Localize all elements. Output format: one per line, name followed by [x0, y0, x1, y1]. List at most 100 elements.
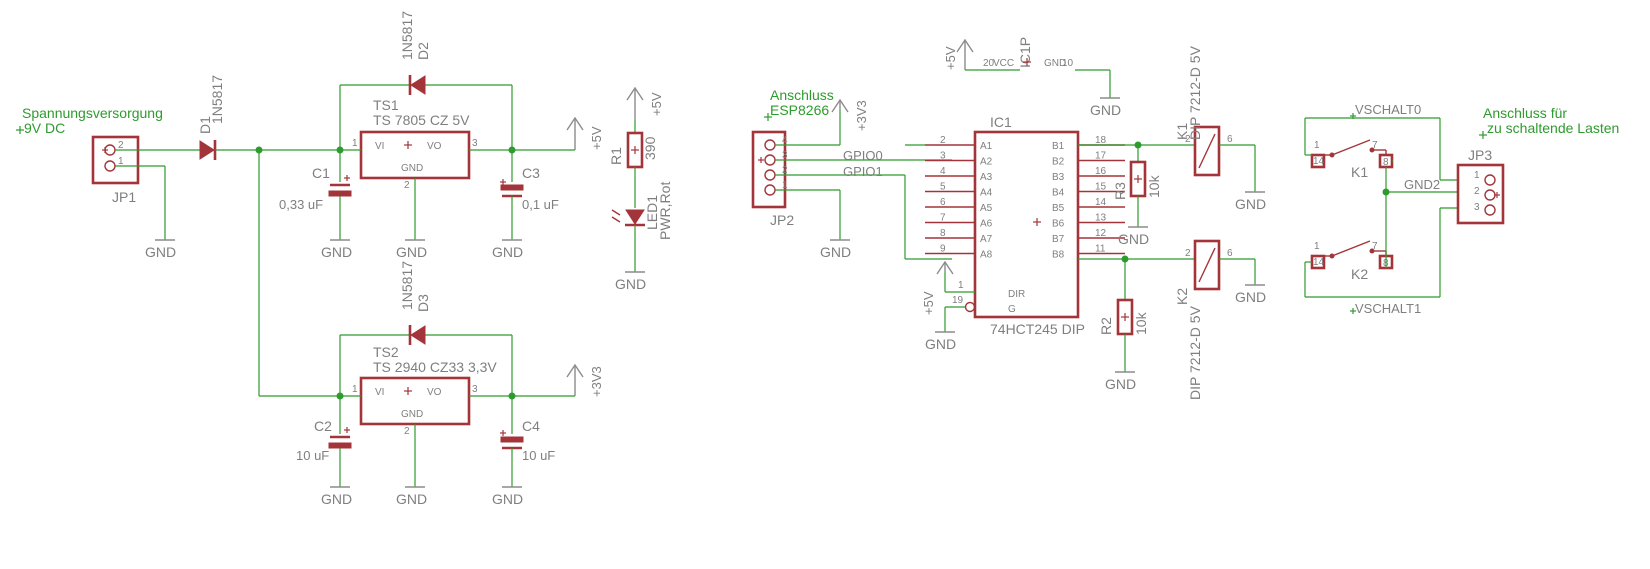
- svg-text:C3: C3: [522, 165, 540, 181]
- svg-text:TS 7805 CZ 5V: TS 7805 CZ 5V: [373, 112, 470, 128]
- gnd-c2: GND: [321, 491, 352, 507]
- ic1-pin-b3: B3: [1052, 172, 1065, 183]
- svg-text:10k: 10k: [1133, 311, 1149, 335]
- svg-text:DIP 7212-D 5V: DIP 7212-D 5V: [1187, 45, 1203, 140]
- load-subtitle: zu schaltende Lasten: [1487, 120, 1619, 136]
- ic1-pin-b7: B7: [1052, 234, 1065, 245]
- net-3v3-ts2: +3V3: [589, 366, 604, 397]
- ic1-pin-num-a5: 6: [940, 197, 946, 208]
- svg-text:TS 2940 CZ33 3,3V: TS 2940 CZ33 3,3V: [373, 359, 497, 375]
- svg-text:7: 7: [1372, 140, 1378, 151]
- gnd-k2: GND: [1235, 289, 1266, 305]
- net-vschalt0: VSCHALT0: [1355, 102, 1421, 117]
- net-gnd2: GND2: [1404, 177, 1440, 192]
- r1-resistor: R1 390: [608, 131, 658, 169]
- jp3-label: JP3: [1468, 147, 1492, 163]
- svg-text:14: 14: [1313, 156, 1325, 167]
- c3-capacitor: C3 0,1 uF: [500, 150, 559, 240]
- svg-text:R3: R3: [1112, 182, 1128, 200]
- ic1p-label: IC1P: [1017, 37, 1033, 68]
- svg-text:8: 8: [1383, 157, 1389, 168]
- supply-title: Spannungsversorgung: [22, 105, 163, 121]
- ic1-pin-a1: A1: [980, 141, 993, 152]
- svg-text:LED1: LED1: [644, 195, 660, 230]
- ic1-pin-num-b2: 17: [1095, 151, 1107, 162]
- gnd-ts1: GND: [396, 244, 427, 260]
- ts2-regulator: VI VO GND TS2 TS 2940 CZ33 3,3V 1 3 2: [352, 344, 497, 437]
- svg-text:3: 3: [1474, 202, 1480, 213]
- svg-text:2: 2: [1474, 186, 1480, 197]
- ic1-pin-num-b6: 13: [1095, 213, 1107, 224]
- ts1-regulator: VI VO GND TS1 TS 7805 CZ 5V 1 3 2: [352, 97, 478, 191]
- d3-diode: 1N5817 D3: [399, 261, 431, 345]
- svg-text:3: 3: [782, 150, 788, 161]
- svg-text:0,33 uF: 0,33 uF: [279, 197, 323, 212]
- net-gpio1: GPIO1: [843, 164, 883, 179]
- ic1-pin-num-b4: 15: [1095, 182, 1107, 193]
- svg-text:3: 3: [472, 384, 478, 395]
- svg-text:6: 6: [1227, 134, 1233, 145]
- gnd-ic1-g: GND: [925, 336, 956, 352]
- ic1-pin-num-a1: 2: [940, 135, 946, 146]
- svg-text:10 uF: 10 uF: [296, 448, 329, 463]
- ic1-pin-a6: A6: [980, 219, 993, 230]
- svg-text:C4: C4: [522, 418, 540, 434]
- svg-text:K1: K1: [1351, 164, 1368, 180]
- svg-text:4: 4: [782, 135, 788, 146]
- svg-text:C1: C1: [312, 165, 330, 181]
- k1-relay-contact: 14 8 1 7 K1: [1310, 139, 1394, 180]
- svg-text:GND: GND: [145, 244, 176, 260]
- d2-diode: 1N5817 D2: [399, 11, 431, 95]
- ic1-74hct245: IC1 74HCT245 DIP A12A23A34A45A56A67A78A8…: [905, 114, 1125, 337]
- jp2-connector: 4 3 2 1 JP2: [751, 130, 794, 228]
- svg-text:1: 1: [782, 180, 788, 191]
- jp1-pin-2: 2: [118, 140, 124, 151]
- ic1-label: IC1: [990, 114, 1012, 130]
- net-5v-dir: +5V: [921, 291, 936, 315]
- ic1-pin-b1: B1: [1052, 141, 1065, 152]
- c1-capacitor: C1 0,33 uF: [279, 150, 352, 240]
- svg-text:1N5817: 1N5817: [209, 75, 225, 124]
- net-5v-led: +5V: [649, 92, 664, 116]
- svg-text:1: 1: [1474, 170, 1480, 181]
- c4-capacitor: C4 10 uF: [500, 396, 555, 487]
- r3-resistor: R3 10k: [1112, 160, 1162, 200]
- k1-relay-coil: 2 6 K1 DIP 7212-D 5V: [1174, 45, 1233, 177]
- svg-text:2: 2: [404, 180, 410, 191]
- ic1-pin-num-a7: 8: [940, 228, 946, 239]
- r2-resistor: R2 10k: [1098, 298, 1149, 336]
- load-title: Anschluss für: [1483, 105, 1567, 121]
- ic1-pin-num-a8: 9: [940, 244, 946, 255]
- gnd-r3: GND: [1118, 231, 1149, 247]
- svg-text:VO: VO: [427, 387, 442, 398]
- net-gpio0: GPIO0: [843, 148, 883, 163]
- ic1-pin-num-b8: 11: [1095, 244, 1106, 255]
- gnd-c3: GND: [492, 244, 523, 260]
- svg-text:TS2: TS2: [373, 344, 399, 360]
- ic1-pin-num-a2: 3: [940, 151, 946, 162]
- svg-text:GND: GND: [401, 409, 423, 420]
- gnd-jp2: GND: [820, 244, 851, 260]
- svg-text:TS1: TS1: [373, 97, 399, 113]
- gnd-c4: GND: [492, 491, 523, 507]
- ic1-pin-b5: B5: [1052, 203, 1065, 214]
- svg-text:DIR: DIR: [1008, 289, 1025, 300]
- svg-text:2: 2: [404, 426, 410, 437]
- svg-text:1: 1: [352, 384, 358, 395]
- jp1-connector: 2 1 JP1: [91, 135, 140, 205]
- jp3-connector: 1 2 3 JP3: [1456, 147, 1505, 225]
- svg-text:D3: D3: [415, 294, 431, 312]
- svg-text:2: 2: [782, 165, 788, 176]
- ic1-pin-a7: A7: [980, 234, 993, 245]
- ic1-pin-b8: B8: [1052, 250, 1065, 261]
- svg-text:19: 19: [952, 295, 964, 306]
- svg-text:R2: R2: [1098, 317, 1114, 335]
- c2-capacitor: C2 10 uF: [296, 396, 352, 487]
- svg-text:2: 2: [1185, 248, 1191, 259]
- ic1-pin-a3: A3: [980, 172, 993, 183]
- svg-text:2: 2: [1185, 134, 1191, 145]
- svg-text:VI: VI: [375, 141, 384, 152]
- svg-text:1: 1: [1314, 241, 1320, 252]
- jp1-pin-1: 1: [118, 156, 124, 167]
- net-vschalt1: VSCHALT1: [1355, 301, 1421, 316]
